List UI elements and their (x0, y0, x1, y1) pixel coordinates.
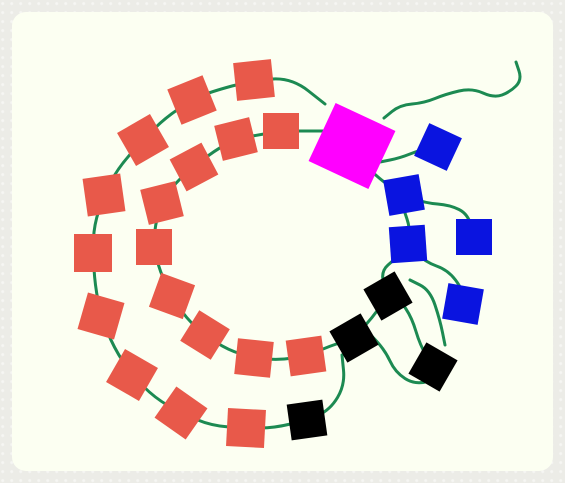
hub-domain (309, 103, 396, 189)
blue-domain (442, 283, 484, 325)
black-domain (287, 400, 328, 441)
outer-ring-domain (167, 75, 216, 124)
outer-ring-domain (83, 174, 126, 217)
outer-ring-domain (74, 234, 112, 272)
black-domain (329, 313, 378, 362)
black-domain (363, 271, 412, 320)
inner-ring-domain (286, 336, 327, 377)
blue-domain (389, 225, 427, 263)
domain-boxes (74, 59, 492, 448)
black-branch2-linker (410, 280, 445, 345)
outer-ring-domain (77, 292, 124, 339)
blue-domain (456, 219, 492, 255)
blue-domain (414, 123, 462, 171)
outer-ring-domain (233, 59, 275, 101)
inner-ring-domain (136, 229, 172, 265)
inner-ring-domain (214, 117, 258, 161)
inner-ring-domain (149, 273, 195, 319)
black-domain (408, 342, 457, 391)
top-tail-linker (384, 62, 520, 118)
outer-ring-domain (226, 408, 266, 448)
blue-domain (383, 174, 425, 216)
inner-ring-domain (234, 338, 274, 378)
inner-ring-domain (140, 181, 184, 225)
inner-ring-domain (263, 113, 299, 149)
outer-ring-domain (155, 387, 208, 440)
